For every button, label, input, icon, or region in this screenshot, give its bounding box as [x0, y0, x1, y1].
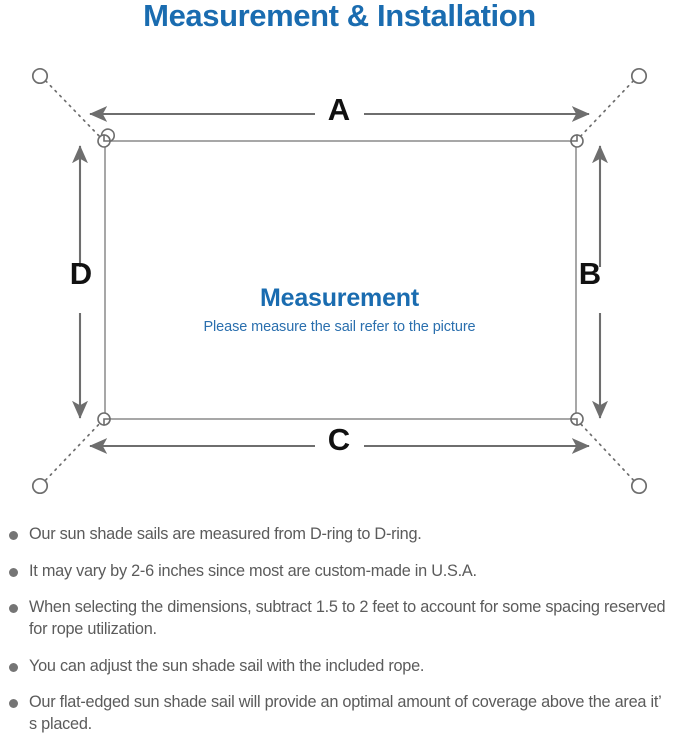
- list-item-text: When selecting the dimensions, subtract …: [29, 598, 666, 639]
- list-item: Our flat-edged sun shade sail will provi…: [0, 692, 679, 735]
- d-ring-wedges: [103, 134, 578, 426]
- dimension-arrows: [72, 106, 608, 454]
- bullet-dot-icon: [9, 699, 18, 709]
- diagram-canvas: [31, 67, 648, 495]
- d-ring-wedge-tl: [103, 134, 111, 142]
- list-item: When selecting the dimensions, subtract …: [0, 597, 679, 640]
- anchor-ring-icon-top-right: [630, 67, 648, 85]
- anchor-ring-icon-top-left: [31, 67, 49, 85]
- bullet-dot-icon: [9, 604, 18, 614]
- sail-outline: [104, 140, 577, 420]
- list-item: Our sun shade sails are measured from D-…: [0, 524, 679, 546]
- anchor-ring-icon-bottom-right: [630, 477, 648, 495]
- list-item: You can adjust the sun shade sail with t…: [0, 656, 679, 678]
- notes-list: Our sun shade sails are measured from D-…: [0, 524, 679, 736]
- d-ring-wedge-bl: [103, 418, 111, 426]
- dotted-rope-line-top-left: [40, 75, 104, 141]
- anchor-rings: [31, 67, 648, 495]
- page-title: Measurement & Installation: [143, 0, 536, 33]
- list-item-text: It may vary by 2-6 inches since most are…: [29, 561, 477, 580]
- list-item-text: Our flat-edged sun shade sail will provi…: [29, 693, 661, 734]
- anchor-ring-icon-bottom-left: [31, 477, 49, 495]
- dimension-label-a: A: [327, 92, 351, 127]
- d-ring-wedge-tr: [570, 134, 578, 142]
- bullet-dot-icon: [9, 662, 18, 672]
- list-item: It may vary by 2-6 inches since most are…: [0, 561, 679, 583]
- rope-lines: [40, 75, 639, 486]
- dotted-rope-line-bottom-left: [40, 419, 104, 486]
- dotted-rope-line-top-right: [576, 75, 639, 141]
- list-item-text: Our sun shade sails are measured from D-…: [29, 525, 422, 543]
- dotted-rope-line-bottom-right: [576, 419, 639, 486]
- d-ring-wedge-br: [570, 418, 578, 426]
- dimension-label-c: C: [327, 422, 351, 457]
- list-item-text: You can adjust the sun shade sail with t…: [29, 656, 425, 675]
- dimension-label-d: D: [69, 256, 93, 291]
- bullet-dot-icon: [9, 531, 18, 540]
- bullet-dot-icon: [9, 567, 18, 577]
- dimension-label-b: B: [578, 256, 602, 291]
